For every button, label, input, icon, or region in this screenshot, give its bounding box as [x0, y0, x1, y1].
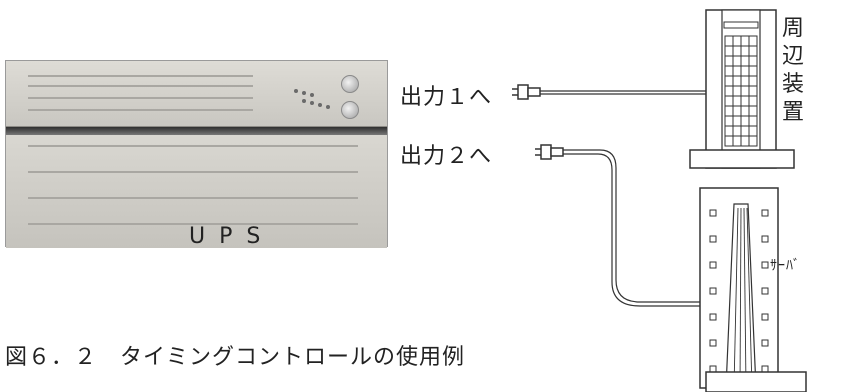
peripheral-device	[689, 9, 795, 169]
cable-1	[540, 90, 706, 95]
server-label: ｻｰﾊﾞ	[770, 258, 801, 274]
server-device	[699, 187, 807, 392]
output-1-label: 出力１へ	[400, 85, 493, 110]
output-2-label: 出力２へ	[400, 144, 493, 169]
peripheral-label: 周辺 装置	[782, 15, 826, 127]
ups-power-button	[341, 75, 359, 93]
plug-2-icon	[535, 144, 564, 160]
cable-2	[563, 149, 706, 303]
ups-lower-module	[6, 135, 387, 248]
peripheral-label-line1: 周辺	[782, 16, 806, 69]
ups-upper-module	[6, 61, 387, 127]
status-led	[294, 89, 298, 93]
plug-1-icon	[512, 84, 541, 100]
peripheral-label-line2: 装置	[782, 72, 806, 125]
figure-caption: 図６．２ タイミングコントロールの使用例	[5, 345, 466, 370]
ups-caption: UPS	[189, 224, 275, 249]
ups-module-gap	[6, 127, 387, 135]
ups-unit-image	[5, 60, 388, 248]
ups-test-button	[341, 101, 359, 119]
